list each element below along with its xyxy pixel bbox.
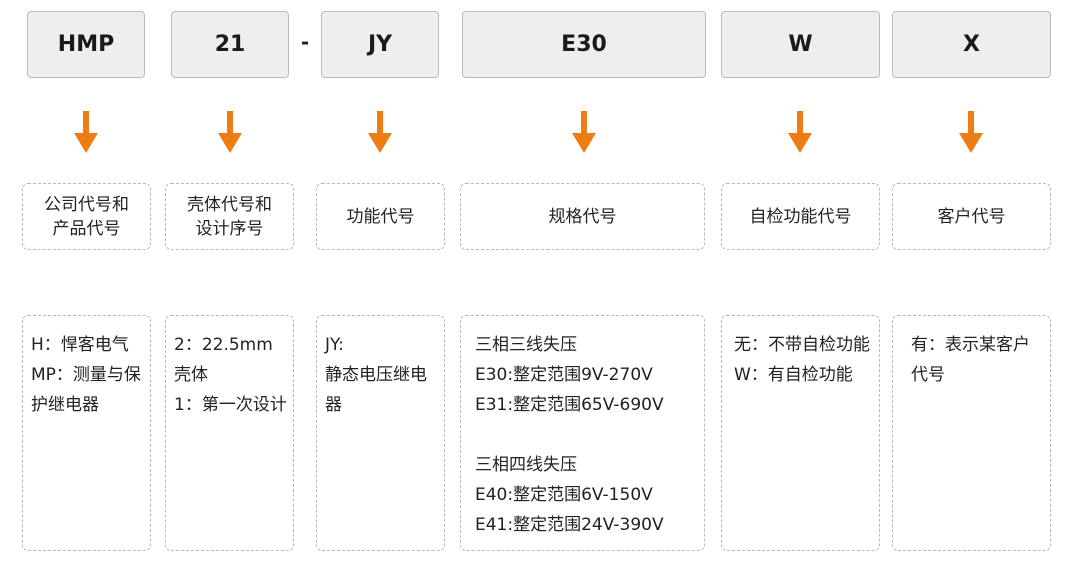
code-box-hmp: HMP — [27, 11, 145, 78]
arrow-down-icon — [959, 111, 983, 153]
desc-line: E30:整定范围9V-270V — [475, 365, 653, 385]
label-box-company-code: 公司代号和产品代号 — [22, 183, 151, 250]
code-hmp: HMP — [57, 32, 115, 57]
label-line: 产品代号 — [52, 218, 121, 239]
desc-line: E40:整定范围6V-150V — [475, 485, 653, 505]
code-w: W — [788, 32, 813, 57]
desc-box-company: H：悍客电气 MP：测量与保护继电器 — [22, 315, 151, 551]
arrow-down-icon — [788, 111, 812, 153]
arrow-down-icon — [572, 111, 596, 153]
code-box-e30: E30 — [462, 11, 706, 78]
label-line: 规格代号 — [548, 206, 617, 227]
desc-line: 有：表示某客户代号 — [911, 335, 1030, 385]
desc-line: 三相四线失压 — [475, 455, 577, 475]
label-line: 公司代号和 — [44, 194, 129, 215]
label-box-spec-code: 规格代号 — [460, 183, 705, 250]
code-21: 21 — [214, 32, 246, 57]
code-box-21: 21 — [171, 11, 289, 78]
code-box-jy: JY — [321, 11, 439, 78]
code-box-x: X — [892, 11, 1051, 78]
desc-line: E31:整定范围65V-690V — [475, 395, 664, 415]
desc-line: 三相三线失压 — [475, 335, 577, 355]
arrow-down-icon — [218, 111, 242, 153]
desc-line: MP：测量与保护继电器 — [31, 365, 141, 415]
desc-box-customer: 有：表示某客户代号 — [892, 315, 1051, 551]
desc-line: E41:整定范围24V-390V — [475, 515, 664, 535]
desc-box-selfcheck: 无：不带自检功能 W：有自检功能 — [721, 315, 880, 551]
arrow-down-icon — [74, 111, 98, 153]
code-jy: JY — [367, 32, 393, 57]
desc-box-shell: 2：22.5mm壳体 1：第一次设计 — [165, 315, 294, 551]
code-e30: E30 — [561, 32, 607, 57]
desc-line: 静态电压继电器 — [325, 365, 427, 415]
label-box-customer-code: 客户代号 — [892, 183, 1051, 250]
label-line: 自检功能代号 — [749, 206, 852, 227]
desc-line: 1：第一次设计 — [174, 395, 287, 415]
label-line: 设计序号 — [195, 218, 264, 239]
desc-line: 2：22.5mm壳体 — [174, 335, 273, 385]
label-box-shell-code: 壳体代号和设计序号 — [165, 183, 294, 250]
label-line: 壳体代号和 — [187, 194, 272, 215]
desc-line: 无：不带自检功能 — [734, 335, 870, 355]
label-box-selfcheck-code: 自检功能代号 — [721, 183, 880, 250]
label-line: 客户代号 — [937, 206, 1006, 227]
separator-dash: - — [300, 30, 310, 54]
desc-box-function: JY: 静态电压继电器 — [316, 315, 445, 551]
code-x: X — [963, 32, 980, 57]
desc-line: W：有自检功能 — [734, 365, 853, 385]
arrow-down-icon — [368, 111, 392, 153]
code-box-w: W — [721, 11, 880, 78]
desc-line: H：悍客电气 — [31, 335, 129, 355]
desc-box-spec: 三相三线失压 E30:整定范围9V-270V E31:整定范围65V-690V … — [460, 315, 705, 551]
label-line: 功能代号 — [346, 206, 415, 227]
label-box-function-code: 功能代号 — [316, 183, 445, 250]
desc-line: JY: — [325, 335, 344, 355]
